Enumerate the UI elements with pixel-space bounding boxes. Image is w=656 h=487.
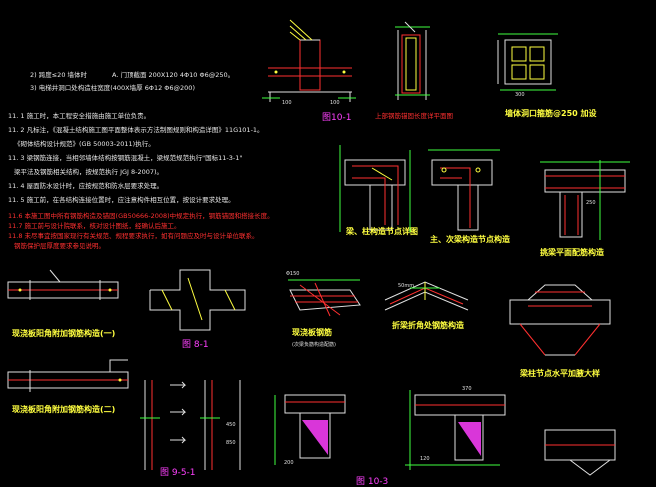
note-11-2b: 《砌体结构设计规范》(GB 50003-2011)执行。 [14, 140, 155, 148]
dim-120: 120 [420, 456, 430, 462]
section-10-3-left [274, 394, 346, 465]
caption-fig-9-5-1: 图 9-5-1 [160, 468, 196, 478]
haunch-beam-detail [509, 284, 611, 356]
dim-phi150: Φ150 [286, 271, 300, 277]
dim-100-a: 100 [282, 100, 292, 106]
note-11-3: 11. 3 梁钢筋连接，当相邻墙体结构按钢筋混凝土，梁规范规范执行"国标11-3… [8, 154, 243, 162]
dim-100-b: 100 [330, 100, 340, 106]
dim-370: 370 [462, 386, 472, 392]
note-top-2: A. 门顶截面 200X120 4Φ10 Φ6@250。 [112, 71, 235, 79]
cross-opening-detail [149, 269, 246, 331]
dim-250: 250 [586, 200, 596, 206]
dim-50mm: 50mm [398, 283, 415, 289]
folded-beam-detail [384, 281, 469, 311]
bar-splice-detail [140, 380, 241, 470]
note-top-1: 2) 跨度≤20 墙体时 [30, 71, 88, 79]
caption-slab-rebar-sub: (次梁负筋构造配筋) [292, 342, 336, 348]
caption-fig-10-1: 图10-1 [322, 113, 352, 123]
slab-rebar-detail [288, 279, 361, 317]
dim-850: 850 [226, 440, 236, 446]
caption-haunch-beam: 梁柱节点水平加腋大样 [520, 369, 600, 378]
cantilever-beam-node [540, 160, 630, 240]
dim-200: 200 [284, 460, 294, 466]
slab-corner-detail-2 [7, 359, 129, 392]
secondary-beam-node [428, 149, 500, 231]
caption-slab-rebar: 现浇板钢筋 [292, 328, 332, 337]
caption-secondary-beam: 主、次梁构造节点构造 [430, 235, 510, 244]
note-11-8b: 钢筋保护层厚度要求参见说明。 [14, 242, 105, 250]
note-11-8: 11.8 未尽事宜按国家现行有关规范、规程要求执行，如有问题应及时与设计单位联系… [8, 232, 259, 240]
haunch-small-detail [544, 429, 616, 476]
note-11-5: 11. 5 施工前，在各结构连接位置时，应注意构件相互位置，按设计要求处理。 [8, 196, 235, 204]
slab-corner-detail-1 [7, 269, 119, 300]
column-section-detail [395, 21, 430, 100]
caption-cantilever: 挑梁平面配筋构造 [540, 248, 604, 257]
caption-slab-detail-1: 现浇板阳角附加钢筋构造(一) [12, 329, 116, 338]
beam-column-node [339, 145, 411, 232]
note-11-7: 11.7 施工前与设计院联系，核对设计图纸，经确认后施工。 [8, 222, 181, 230]
caption-slab-detail-2: 现浇板阳角附加钢筋构造(二) [12, 405, 116, 414]
dim-300: 300 [515, 92, 525, 98]
section-10-3-right [405, 390, 506, 470]
caption-beam-column: 梁、柱构造节点详图 [346, 227, 418, 236]
note-11-3b: 梁平法及钢筋相关结构，按规范执行 JGJ 8-2007)。 [14, 168, 164, 176]
lintel-box-section [497, 33, 558, 91]
caption-door-opening: 墙体洞口箍筋@250 加设 [505, 109, 597, 118]
note-11-1: 11. 1 施工时，本工程安全措施由施工单位负责。 [8, 112, 151, 120]
note-11-2: 11. 2 凡标注，《混凝土结构施工图平面整体表示方法制图规则和构造详图》11G… [8, 126, 264, 134]
note-11-4: 11. 4 屋面防水设计时，应按规范和防水层要求处理。 [8, 182, 164, 190]
note-top-3: 3) 电梯井洞口处构造柱宽度(400X墙厚 6Φ12 Φ6@200) [30, 84, 195, 92]
note-11-6: 11.6 本施工图中所有钢筋构造及锚固(GB50666-2008)中规定执行，钢… [8, 212, 274, 220]
dim-450: 450 [226, 422, 236, 428]
caption-fig-8-1: 图 8-1 [182, 340, 209, 350]
caption-folded-beam: 折梁折角处钢筋构造 [392, 321, 464, 330]
caption-fig-10-3: 图 10-3 [356, 477, 389, 487]
caption-red-10-1: 上部钢筋锚固长度详平面图 [375, 112, 453, 120]
opening-beam-detail [262, 19, 356, 102]
